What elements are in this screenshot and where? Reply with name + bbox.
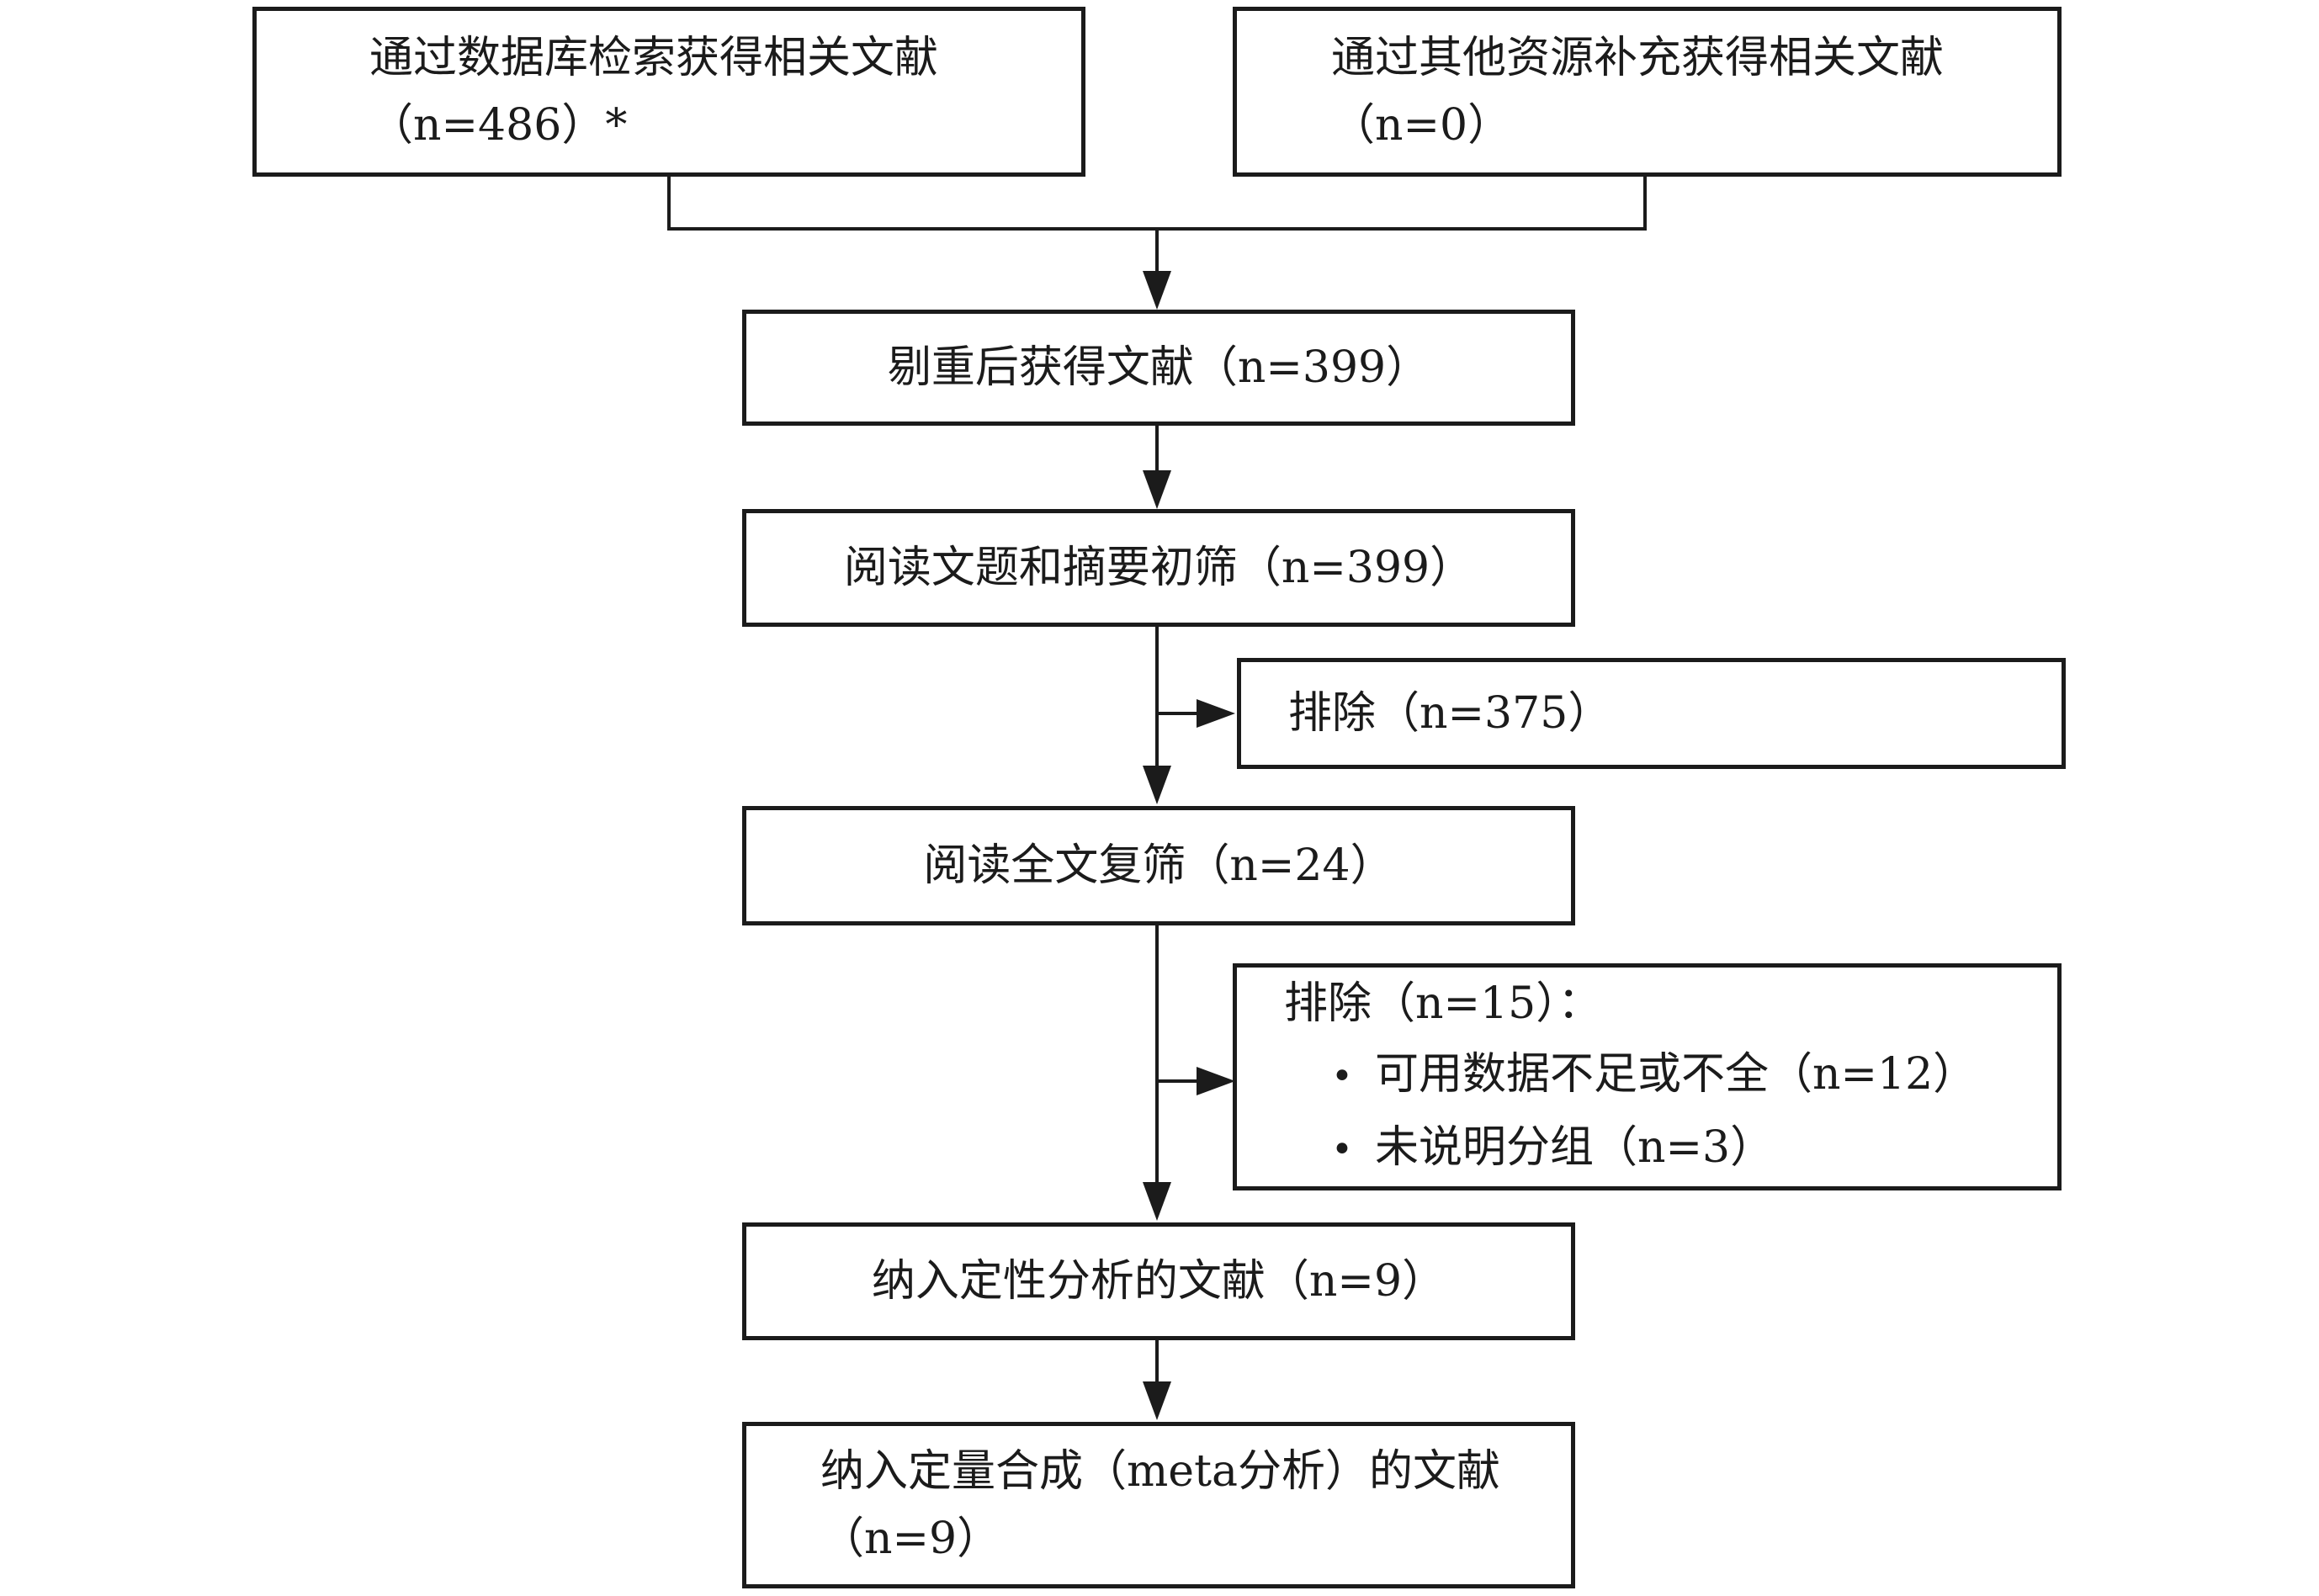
box-excluded-full-text: 排除（n=15）： • 可用数据不足或不全（n=12） • 未说明分组（n=3） <box>1233 963 2062 1190</box>
connector-fulltext-to-qualitative <box>1155 925 1159 1184</box>
box-qualitative-included-text: 纳入定性分析的文献（n=9） <box>871 1256 1446 1307</box>
box-quantitative-included-line2: （n=9） <box>820 1514 1001 1564</box>
connector-qualitative-to-quantitative <box>1155 1340 1159 1383</box>
box-quantitative-included: 纳入定量合成（meta分析）的文献 （n=9） <box>742 1422 1575 1588</box>
bullet-icon: • <box>1331 1055 1353 1098</box>
box-excluded-primary: 排除（n=375） <box>1237 658 2066 769</box>
box-quantitative-included-line1: 纳入定量合成（meta分析）的文献 <box>820 1446 1500 1497</box>
arrowhead-to-quantitative <box>1143 1381 1171 1420</box>
arrowhead-to-screening <box>1143 470 1171 509</box>
connector-screening-to-fulltext <box>1155 627 1159 767</box>
arrowhead-to-fulltext <box>1143 766 1171 804</box>
connector-left-stub <box>667 177 671 229</box>
box-other-resources: 通过其他资源补充获得相关文献 （n=0） <box>1233 7 2062 177</box>
box-after-dedup: 剔重后获得文献（n=399） <box>742 310 1575 426</box>
connector-merge-drop <box>1155 229 1159 273</box>
box-other-resources-line1: 通过其他资源补充获得相关文献 <box>1331 33 1945 83</box>
arrowhead-to-excluded-primary <box>1197 699 1235 728</box>
box-full-text-screening: 阅读全文复筛（n=24） <box>742 806 1575 925</box>
box-excluded-primary-text: 排除（n=375） <box>1288 688 1612 739</box>
box-database-search: 通过数据库检索获得相关文献 （n=486）* <box>252 7 1085 177</box>
connector-dedup-to-screening <box>1155 426 1159 472</box>
box-database-search-line2: （n=486）* <box>369 100 628 151</box>
excluded-reason-row: • 可用数据不足或不全（n=12） <box>1331 1039 1977 1112</box>
connector-right-stub <box>1643 177 1647 229</box>
box-title-abstract-screening: 阅读文题和摘要初筛（n=399） <box>742 509 1575 627</box>
box-other-resources-line2: （n=0） <box>1331 100 1512 151</box>
box-full-text-screening-text: 阅读全文复筛（n=24） <box>923 840 1394 891</box>
arrowhead-to-qualitative <box>1143 1182 1171 1221</box>
excluded-reason-2: 未说明分组（n=3） <box>1374 1122 1775 1173</box>
box-excluded-full-text-title: 排除（n=15）： <box>1284 978 1602 1029</box>
arrowhead-to-dedup <box>1143 271 1171 310</box>
box-title-abstract-screening-text: 阅读文题和摘要初筛（n=399） <box>843 543 1474 593</box>
excluded-reason-row: • 未说明分组（n=3） <box>1331 1112 1774 1185</box>
box-qualitative-included: 纳入定性分析的文献（n=9） <box>742 1222 1575 1340</box>
excluded-reason-1: 可用数据不足或不全（n=12） <box>1374 1049 1977 1100</box>
box-database-search-line1: 通过数据库检索获得相关文献 <box>369 33 939 83</box>
bullet-icon: • <box>1331 1128 1353 1171</box>
connector-branch-excluded-fulltext <box>1157 1079 1199 1083</box>
arrowhead-to-excluded-fulltext <box>1197 1067 1235 1095</box>
box-after-dedup-text: 剔重后获得文献（n=399） <box>887 342 1430 393</box>
connector-branch-excluded-primary <box>1157 712 1199 715</box>
